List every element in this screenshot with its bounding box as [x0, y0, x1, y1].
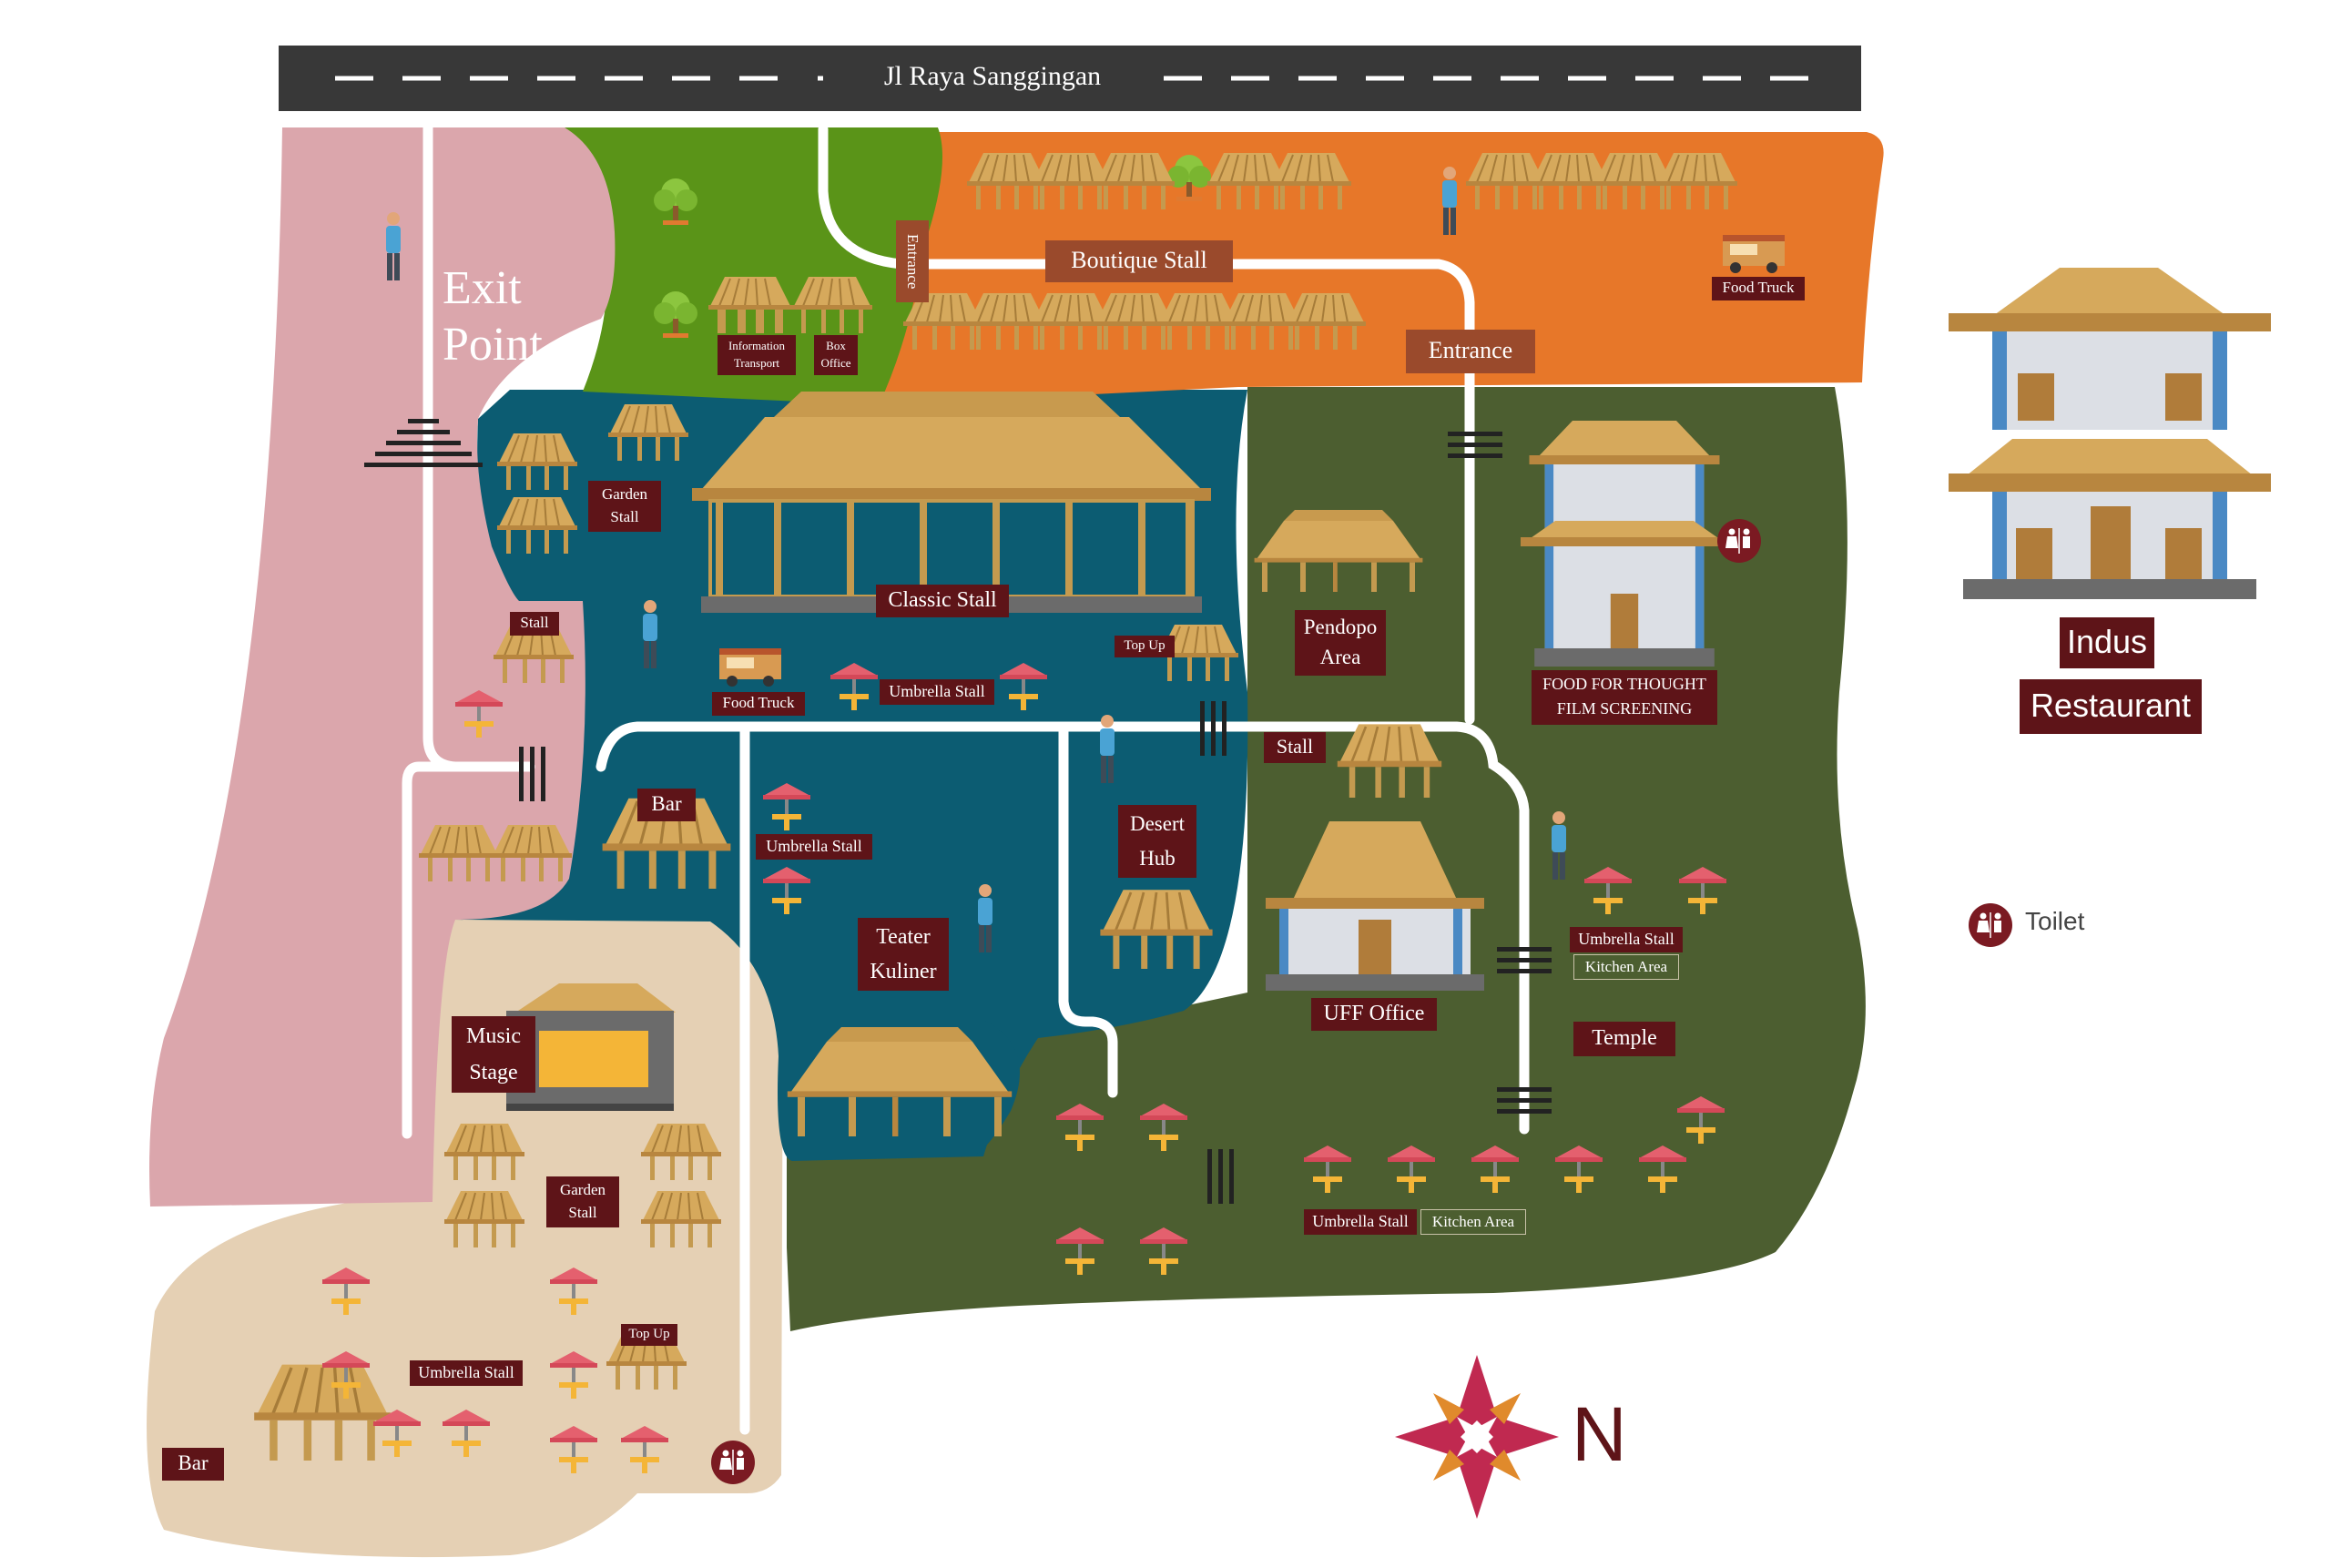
bar-bottom-label: Bar: [162, 1448, 224, 1481]
umbrella-stall-label-1: Umbrella Stall: [880, 679, 994, 705]
food-truck-mid-label: Food Truck: [712, 692, 805, 716]
top-up-label-1: Top Up: [1115, 636, 1175, 657]
stall-left-label: Stall: [510, 612, 559, 636]
kitchen-area-label-1: Kitchen Area: [1573, 954, 1679, 980]
umbrella-stall-label-4: Umbrella Stall: [1304, 1209, 1417, 1235]
uff-office-building: [1266, 821, 1484, 991]
pendopo-area-label: Pendopo Area: [1295, 610, 1386, 676]
information-label: Information Transport: [718, 335, 796, 375]
stall-green-label: Stall: [1264, 732, 1326, 763]
legend-toilet-label: Toilet: [2025, 907, 2085, 935]
entrance-vertical-label: Entrance: [896, 220, 929, 302]
exit-point-label: Exit Point: [443, 260, 543, 373]
food-truck-top-label: Food Truck: [1712, 277, 1805, 300]
garden-stall-label-1: Garden Stall: [588, 481, 661, 532]
pink-zone: [149, 127, 616, 1207]
boutique-stall-label: Boutique Stall: [1045, 240, 1233, 282]
kitchen-area-label-2: Kitchen Area: [1420, 1209, 1526, 1235]
music-stage-label: Music Stage: [452, 1016, 535, 1093]
box-office-label: Box Office: [814, 335, 858, 375]
exit-line-2: Point: [443, 319, 543, 371]
umbrella-stall-label-5: Umbrella Stall: [410, 1360, 523, 1386]
entrance-main-label: Entrance: [1406, 330, 1535, 373]
classic-stall-building: [692, 392, 1211, 613]
exit-line-1: Exit: [443, 262, 522, 314]
top-up-label-2: Top Up: [621, 1324, 677, 1346]
compass-rose: [1395, 1355, 1559, 1519]
uff-office-label: UFF Office: [1311, 998, 1437, 1031]
north-letter: N: [1572, 1391, 1627, 1477]
restaurant-label: Restaurant: [2020, 679, 2202, 734]
exit-steps: [364, 419, 483, 467]
indus-restaurant-building: [1949, 268, 2271, 599]
teater-kuliner-label: Teater Kuliner: [858, 918, 949, 991]
temple-label: Temple: [1573, 1022, 1675, 1056]
desert-hub-label: Desert Hub: [1118, 805, 1196, 878]
umbrella-stall-label-2: Umbrella Stall: [756, 834, 872, 860]
classic-stall-label: Classic Stall: [876, 585, 1009, 617]
food-for-thought-label: FOOD FOR THOUGHT FILM SCREENING: [1532, 670, 1717, 725]
umbrella-stall-label-3: Umbrella Stall: [1570, 927, 1683, 952]
bar-mid-label: Bar: [637, 789, 696, 821]
garden-stall-label-2: Garden Stall: [546, 1176, 619, 1227]
music-stage: [506, 983, 676, 1111]
indus-label: Indus: [2060, 617, 2154, 668]
road-name: Jl Raya Sanggingan: [874, 58, 1111, 95]
